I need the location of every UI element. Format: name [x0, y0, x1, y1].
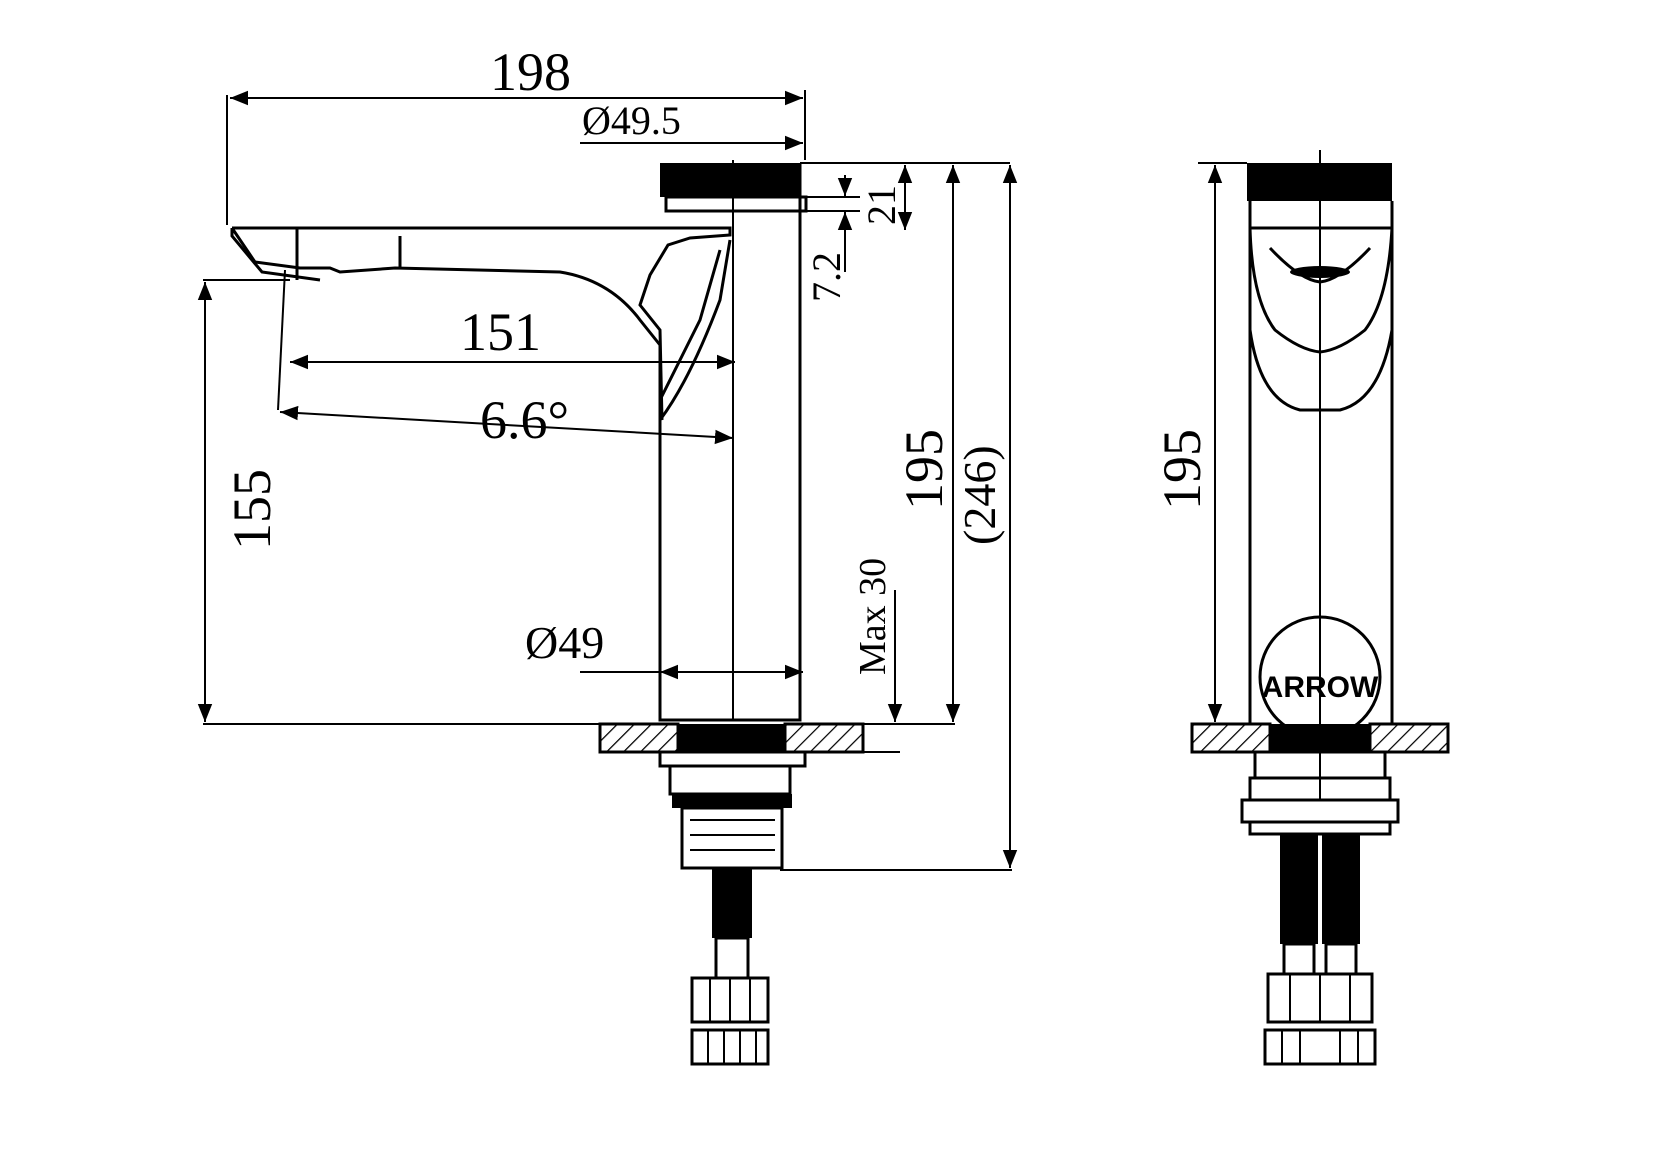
dim-overall-height: (246) — [954, 445, 1005, 545]
front-view: ARROW — [1190, 150, 1450, 1066]
dim-cap-gap: 7.2 — [804, 252, 849, 302]
dim-base-diameter: Ø49 — [525, 617, 604, 668]
front-dimension-lines — [1198, 162, 1247, 722]
front-deck-right — [1368, 722, 1450, 754]
dim-body-height-front: 195 — [1152, 429, 1212, 510]
side-spout — [232, 226, 732, 421]
dim-body-height-side: 195 — [894, 429, 954, 510]
front-deck-left — [1190, 722, 1272, 754]
front-brand-label: ARROW — [1262, 671, 1379, 704]
side-hose-nut-2 — [690, 1028, 770, 1066]
dim-max-deck: Max 30 — [852, 558, 894, 675]
side-body — [658, 163, 802, 722]
side-handle-ring — [664, 195, 808, 213]
side-deck-right — [783, 722, 865, 754]
dim-spout-angle: 6.6° — [480, 390, 569, 450]
dim-aerator-diameter: Ø49.5 — [582, 98, 681, 143]
front-body — [1248, 201, 1394, 724]
side-deck-left — [598, 722, 680, 754]
front-hose-nut-2 — [1263, 1028, 1377, 1066]
dim-spout-reach: 151 — [460, 302, 541, 362]
dim-spout-height: 155 — [222, 469, 282, 550]
side-dimension-lines — [197, 90, 1018, 871]
dim-overall-length: 198 — [490, 42, 571, 102]
dim-top-cap-height: 21 — [859, 185, 904, 225]
side-view — [230, 160, 865, 1066]
side-handle-cap — [660, 163, 800, 197]
